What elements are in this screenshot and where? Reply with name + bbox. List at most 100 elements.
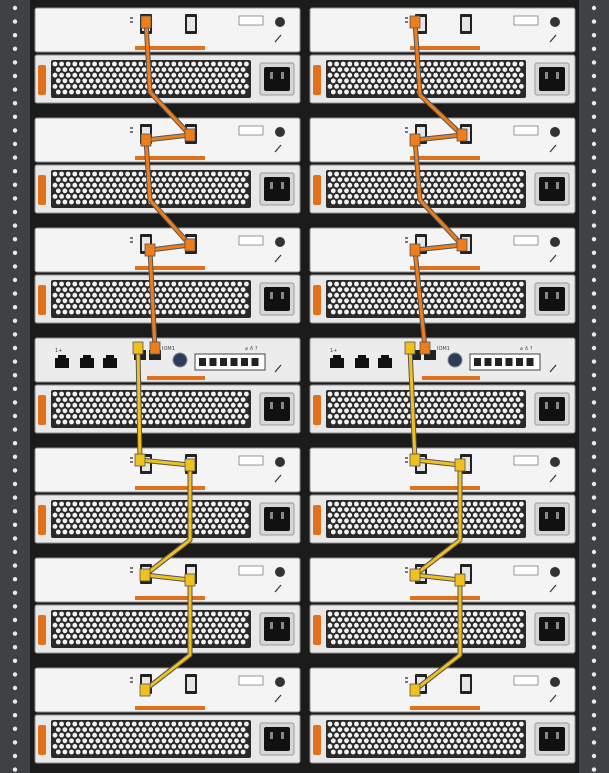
- vent-hole: [459, 744, 465, 749]
- vent-hole: [354, 72, 359, 78]
- vent-hole: [234, 408, 239, 414]
- vent-hole: [373, 622, 379, 628]
- vent-hole: [164, 194, 170, 199]
- vent-hole: [439, 414, 445, 419]
- vent-hole: [443, 518, 448, 524]
- vent-hole: [357, 738, 363, 744]
- vent-hole: [330, 67, 336, 72]
- vent-hole: [211, 171, 216, 177]
- vent-hole: [499, 182, 504, 188]
- vent-hole: [115, 199, 121, 205]
- cable-connector-icon: [456, 238, 468, 252]
- vent-hole: [227, 738, 233, 744]
- vent-hole: [82, 177, 88, 183]
- vent-hole: [410, 309, 415, 315]
- vent-hole: [154, 518, 160, 524]
- vent-hole: [334, 182, 339, 188]
- vent-hole: [174, 529, 180, 535]
- vent-hole: [211, 414, 216, 419]
- vent-hole: [217, 292, 223, 298]
- vent-hole: [174, 67, 180, 72]
- power-supply: [309, 714, 576, 764]
- vent-hole: [98, 61, 104, 67]
- marker: [405, 21, 408, 23]
- vent-hole: [340, 402, 346, 408]
- vent-hole: [161, 177, 167, 183]
- vent-hole: [370, 749, 376, 755]
- vent-hole: [171, 402, 177, 408]
- vent-hole: [178, 512, 183, 518]
- vent-hole: [505, 524, 511, 529]
- vent-hole: [519, 414, 524, 419]
- status-led-panel: [513, 125, 539, 136]
- vent-hole: [62, 507, 68, 512]
- vent-hole: [234, 177, 239, 183]
- vent-hole: [178, 611, 183, 617]
- vent-hole: [456, 749, 462, 755]
- vent-hole: [354, 84, 359, 89]
- outlet-pin: [556, 622, 559, 629]
- vent-hole: [187, 309, 193, 315]
- vent-hole: [347, 622, 353, 628]
- vent-hole: [95, 188, 101, 194]
- vent-hole: [429, 199, 435, 205]
- vent-hole: [82, 78, 88, 84]
- vent-hole: [201, 309, 206, 315]
- vent-hole: [240, 177, 246, 183]
- vent-hole: [420, 391, 425, 397]
- vent-hole: [495, 309, 501, 315]
- vent-hole: [59, 402, 64, 408]
- vent-hole: [469, 639, 475, 645]
- vent-hole: [350, 309, 356, 315]
- vent-hole: [184, 61, 190, 67]
- vent-hole: [158, 414, 164, 419]
- vent-hole: [85, 84, 91, 89]
- vent-hole: [486, 634, 491, 639]
- left-rail: [0, 0, 30, 773]
- vent-hole: [479, 171, 485, 177]
- vent-hole: [59, 414, 64, 419]
- vent-hole: [482, 738, 488, 744]
- vent-hole: [65, 61, 71, 67]
- vent-hole: [194, 628, 200, 634]
- vent-hole: [72, 171, 78, 177]
- vent-hole: [420, 721, 425, 727]
- vent-hole: [370, 397, 376, 402]
- vent-hole: [423, 89, 429, 95]
- vent-hole: [439, 391, 445, 397]
- vent-hole: [340, 281, 346, 287]
- vent-hole: [505, 512, 511, 518]
- vent-hole: [128, 419, 134, 425]
- vent-hole: [344, 298, 349, 304]
- vent-hole: [118, 171, 124, 177]
- vent-hole: [135, 199, 140, 205]
- vent-hole: [489, 749, 495, 755]
- vent-hole: [334, 281, 339, 287]
- io-module: [34, 7, 301, 53]
- vent-hole: [227, 298, 233, 304]
- vent-hole: [151, 402, 157, 408]
- vent-hole: [118, 402, 124, 408]
- vent-hole: [141, 309, 147, 315]
- power-button-icon: [275, 457, 285, 467]
- vent-grid: [326, 280, 526, 318]
- vent-hole: [502, 397, 508, 402]
- module-latch: [135, 706, 205, 710]
- vent-hole: [469, 628, 475, 634]
- vent-hole: [85, 512, 91, 518]
- vent-hole: [439, 182, 445, 188]
- vent-hole: [499, 194, 504, 199]
- vent-hole: [141, 408, 147, 414]
- vent-hole: [509, 67, 514, 72]
- vent-hole: [161, 408, 167, 414]
- vent-hole: [453, 622, 458, 628]
- vent-hole: [88, 177, 94, 183]
- vent-hole: [118, 744, 124, 749]
- vent-hole: [410, 287, 415, 292]
- vent-hole: [492, 744, 498, 749]
- vent-hole: [227, 617, 233, 622]
- vent-hole: [191, 414, 197, 419]
- vent-hole: [194, 727, 200, 732]
- vent-hole: [79, 414, 84, 419]
- vent-hole: [380, 402, 386, 408]
